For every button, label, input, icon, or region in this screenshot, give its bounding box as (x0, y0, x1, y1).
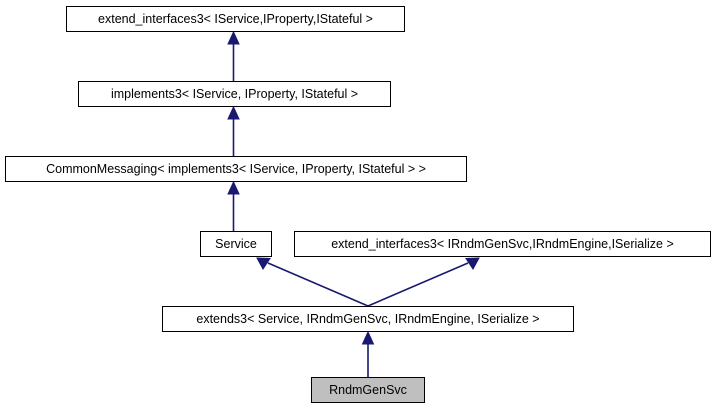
uml-class-label: extend_interfaces3< IService,IProperty,I… (98, 11, 373, 26)
inheritance-arrowhead-icon (361, 330, 375, 345)
uml-class-node-extend_interfaces3_service[interactable]: extend_interfaces3< IService,IProperty,I… (66, 6, 405, 32)
inheritance-arrowhead-icon (227, 30, 240, 45)
uml-class-node-common_messaging[interactable]: CommonMessaging< implements3< IService, … (5, 156, 467, 182)
inheritance-edge (256, 257, 369, 307)
inheritance-edge (361, 330, 375, 377)
uml-class-label: implements3< IService, IProperty, IState… (110, 86, 359, 101)
edge-line (267, 262, 369, 307)
inheritance-arrowhead-icon (227, 180, 240, 195)
inheritance-arrowhead-icon (465, 257, 480, 270)
uml-class-label: RndmGenSvc (329, 382, 407, 397)
inheritance-edge (227, 30, 240, 81)
uml-class-node-extends3_rndm[interactable]: extends3< Service, IRndmGenSvc, IRndmEng… (162, 306, 574, 332)
uml-class-node-implements3_service[interactable]: implements3< IService, IProperty, IState… (78, 81, 391, 107)
inheritance-arrowhead-icon (256, 257, 271, 270)
uml-class-label: Service (215, 236, 257, 251)
uml-class-label: extend_interfaces3< IRndmGenSvc,IRndmEng… (331, 236, 674, 251)
uml-class-node-extend_interfaces3_rndm[interactable]: extend_interfaces3< IRndmGenSvc,IRndmEng… (294, 231, 711, 257)
uml-class-node-rndm_gen_svc[interactable]: RndmGenSvc (311, 377, 425, 403)
inheritance-arrowhead-icon (227, 105, 240, 120)
uml-class-node-service[interactable]: Service (200, 231, 272, 257)
inheritance-edge (227, 180, 240, 231)
edge-line (367, 262, 469, 307)
uml-class-label: CommonMessaging< implements3< IService, … (46, 161, 426, 176)
inheritance-edge (367, 257, 480, 307)
inheritance-edge (227, 105, 240, 156)
uml-class-label: extends3< Service, IRndmGenSvc, IRndmEng… (196, 311, 540, 326)
